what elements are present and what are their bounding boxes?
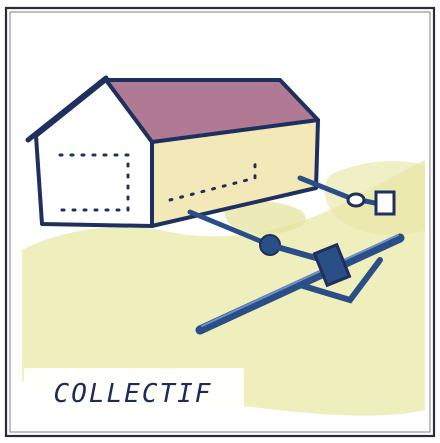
collector-junction — [312, 242, 352, 288]
house-pipe — [187, 209, 273, 248]
inner-frame — [9, 11, 431, 433]
branch-pipe-2 — [297, 257, 383, 304]
house-roof — [104, 78, 320, 144]
inner-pipe-dotted — [58, 153, 130, 212]
roof-overhang — [25, 75, 109, 143]
ground-wash-patch — [224, 200, 306, 235]
ground-wash — [22, 160, 425, 416]
collector-pipe-highlight — [201, 234, 399, 327]
caption-label: COLLECTIF — [53, 379, 213, 409]
tank-lid — [346, 192, 366, 208]
septic-tank-icon — [374, 190, 396, 216]
outer-frame — [4, 6, 436, 438]
inner-pipe-dotted-side — [168, 158, 257, 202]
caption-paper — [24, 368, 244, 418]
